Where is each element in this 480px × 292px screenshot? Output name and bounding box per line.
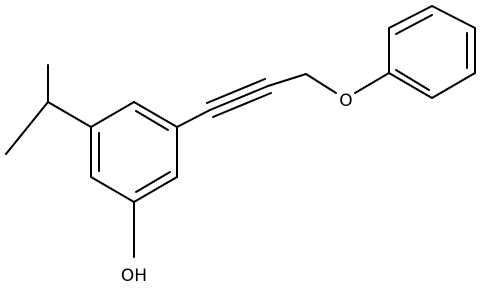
hydroxyl-label: OH — [121, 266, 147, 286]
isopropyl-group — [5, 64, 92, 155]
phenyl-ring-bond — [431, 5, 476, 29]
ch2-to-oxygen-bond — [305, 73, 337, 94]
triple-bond-line — [212, 92, 272, 118]
ether-oxygen-label: O — [339, 91, 352, 111]
phenol-ring-bond — [133, 101, 178, 128]
oxygen-to-phenyl-bond — [354, 72, 390, 94]
phenyl-ring-bond — [431, 72, 476, 99]
triple-bond-line — [206, 78, 266, 104]
phenol-ring-bond — [133, 176, 178, 203]
phenyl-ring-bond — [388, 5, 433, 29]
phenyl-aromatic-double-bond — [395, 69, 430, 91]
phenol-aromatic-double-bond — [135, 110, 169, 131]
isopropyl-bond — [5, 101, 49, 155]
phenol-ring-bond — [90, 176, 135, 203]
phenyl-aromatic-double-bond — [395, 14, 433, 35]
phenol-aromatic-double-bond — [135, 171, 171, 193]
alkyne-chain — [176, 73, 337, 128]
phenol-ring — [90, 101, 178, 203]
phenyl-ring-bond — [388, 72, 433, 99]
phenyl-ring — [388, 5, 476, 99]
isopropyl-bond — [47, 101, 92, 128]
phenol-ring-bond — [90, 101, 135, 128]
alkyne-link-bond — [176, 109, 211, 128]
triple-bond-line — [209, 85, 269, 111]
propargyl-bond — [267, 73, 307, 87]
